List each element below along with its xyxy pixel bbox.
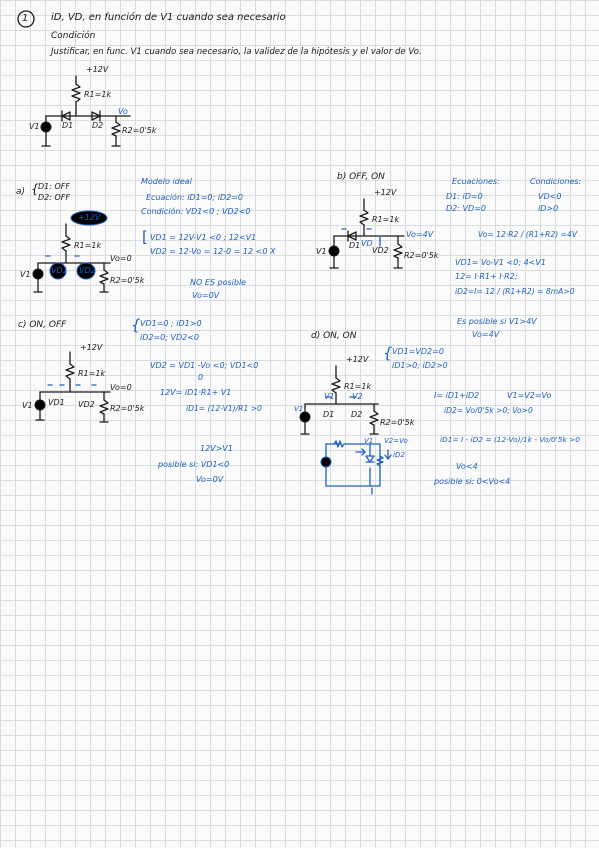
case-b-d2: VD2 bbox=[372, 246, 389, 255]
case-a-model-title: Modelo ideal bbox=[141, 177, 192, 186]
case-c-vo: Vo=0 bbox=[110, 383, 132, 392]
case-c-r2: R2=0'5k bbox=[110, 404, 145, 413]
case-b-vd1-calc: VD1= Vo-V1 <0; 4<V1 bbox=[455, 258, 546, 267]
case-d-possible: posible si: 0<Vo<4 bbox=[434, 477, 511, 486]
case-b-cond-d1: VD<0 bbox=[538, 192, 562, 201]
case-d-voltage-eq: V1=V2=Vo bbox=[507, 391, 552, 400]
case-b-condiciones-title: Condiciones: bbox=[530, 177, 582, 186]
case-c-vd2-eq: VD2 = VD1 -Vo <0; VD1<0 bbox=[150, 361, 259, 370]
header-line-1: iD, VD, en función de V1 cuando sea nece… bbox=[51, 12, 286, 23]
main-supply: +12V bbox=[86, 65, 109, 74]
case-b-vd: VD bbox=[361, 239, 373, 248]
case-b-vo: Vo=4V bbox=[406, 230, 434, 239]
case-a-no-posible: NO ES posible bbox=[190, 278, 247, 287]
case-a-vd2: VD2 bbox=[79, 266, 96, 275]
case-c-v1: V1 bbox=[22, 401, 33, 410]
case-a-ecuacion: Ecuación: iD1=0; iD2=0 bbox=[146, 193, 244, 202]
case-c-d1: VD1 bbox=[48, 398, 65, 407]
case-c-cond2: iD2=0; VD2<0 bbox=[140, 333, 200, 342]
case-a-title: a) bbox=[16, 187, 26, 197]
case-c-possible: posible si: VD1<0 bbox=[158, 460, 230, 469]
main-vo: Vo bbox=[118, 107, 128, 116]
main-r1: R1=1k bbox=[84, 90, 112, 99]
case-b-vo-result: Vo=4V bbox=[472, 330, 500, 339]
case-c-id1: iD1= (12-V1)/R1 >0 bbox=[186, 404, 262, 413]
case-d-d2: D2 bbox=[351, 410, 363, 419]
main-d2: D2 bbox=[92, 121, 104, 130]
main-v1: V1 bbox=[29, 122, 40, 131]
case-b-r2: R2=0'5k bbox=[404, 251, 439, 260]
case-c-brace: { bbox=[131, 316, 141, 334]
case-d-r1: R1=1k bbox=[344, 382, 372, 391]
case-a-eq2: VD2 = 12-Vo = 12-0 = 12 <0 X bbox=[150, 247, 276, 256]
case-c-vo-result: Vo=0V bbox=[196, 475, 224, 484]
case-b-kvl: 12= I·R1+ I·R2; bbox=[455, 272, 518, 281]
case-a-vo-result: Vo=0V bbox=[192, 291, 220, 300]
case-d-v2-label: V2=Vo bbox=[384, 437, 408, 445]
case-d-current-eq: I= iD1+iD2 bbox=[434, 391, 480, 400]
case-d-v1-label: V1 bbox=[364, 437, 374, 445]
case-c-title: c) ON, OFF bbox=[18, 320, 67, 330]
case-b-possible: Es posible si V1>4V bbox=[457, 317, 537, 326]
case-d-cond2: iD1>0; iD2>0 bbox=[392, 361, 448, 370]
case-b-eq-d1: D1: iD=0 bbox=[446, 192, 483, 201]
case-c-supply: +12V bbox=[80, 343, 103, 352]
case-d-d1: D1 bbox=[323, 410, 335, 419]
case-d-title: d) ON, ON bbox=[311, 331, 357, 341]
case-a-vd1: VD1 bbox=[51, 266, 68, 275]
case-b-r1: R1=1k bbox=[372, 215, 400, 224]
case-a-r1: R1=1k bbox=[74, 241, 102, 250]
case-c-r1: R1=1k bbox=[78, 369, 106, 378]
case-b-d1: D1 bbox=[349, 241, 361, 250]
case-d-vo-lt: Vo<4 bbox=[456, 462, 478, 471]
case-d-v1: V1 bbox=[324, 392, 335, 401]
case-d-cond1: VD1=VD2=0 bbox=[392, 347, 444, 356]
case-d-r2: R2=0'5k bbox=[380, 418, 415, 427]
case-c-cond1: VD1=0 ; iD1>0 bbox=[140, 319, 202, 328]
case-d-id2-label: iD2 bbox=[393, 451, 405, 459]
case-a-eq1: VD1 = 12V-V1 <0 ; 12<V1 bbox=[150, 233, 257, 242]
case-c-kvl: 12V= iD1·R1+ V1 bbox=[160, 388, 232, 397]
case-c-d2: VD2 bbox=[78, 400, 95, 409]
case-b-vo-calc: Vo= 12·R2 / (R1+R2) =4V bbox=[478, 230, 578, 239]
case-d-id1-calc: iD1= I - iD2 = (12-Vo)/1k - Vo/0'5k >0 bbox=[440, 435, 580, 444]
case-a-v1: V1 bbox=[20, 270, 31, 279]
case-b-supply: +12V bbox=[374, 188, 397, 197]
case-c-vd2-sub: 0 bbox=[198, 373, 204, 382]
case-a-cond2: D2: OFF bbox=[38, 193, 70, 202]
case-b-ecuaciones-title: Ecuaciones: bbox=[452, 177, 500, 186]
case-b-v1: V1 bbox=[316, 247, 327, 256]
case-a-bracket: [ bbox=[142, 228, 148, 246]
case-c-cond-v1: 12V>V1 bbox=[200, 444, 233, 453]
case-d-v2: V2 bbox=[352, 392, 363, 401]
case-b-eq-d2: D2: VD=0 bbox=[446, 204, 486, 213]
header-line-3: Justificar, en func. V1 cuando sea neces… bbox=[51, 47, 422, 57]
main-r2: R2=0'5k bbox=[122, 126, 157, 135]
case-b-cond-d2: iD>0 bbox=[538, 204, 559, 213]
case-d-brace: { bbox=[383, 344, 393, 362]
case-a-supply: +12V bbox=[78, 213, 101, 222]
case-d-source-v1: V1 bbox=[294, 405, 304, 413]
case-a-brace: { bbox=[31, 182, 39, 196]
case-b-id2-calc: iD2=I= 12 / (R1+R2) = 8mA>0 bbox=[455, 287, 575, 296]
problem-number: 1 bbox=[22, 13, 29, 24]
main-d1: D1 bbox=[62, 121, 74, 130]
case-a-r2: R2=0'5k bbox=[110, 276, 145, 285]
case-d-id2-calc: iD2= Vo/0'5k >0; Vo>0 bbox=[444, 406, 533, 415]
case-b-title: b) OFF, ON bbox=[337, 172, 385, 182]
case-a-vo: Vo=0 bbox=[110, 254, 132, 263]
case-d-supply: +12V bbox=[346, 355, 369, 364]
case-a-cond1: D1: OFF bbox=[38, 182, 70, 191]
header-line-2: Condición bbox=[51, 31, 96, 41]
case-a-condicion: Condición: VD1<0 ; VD2<0 bbox=[141, 207, 251, 216]
